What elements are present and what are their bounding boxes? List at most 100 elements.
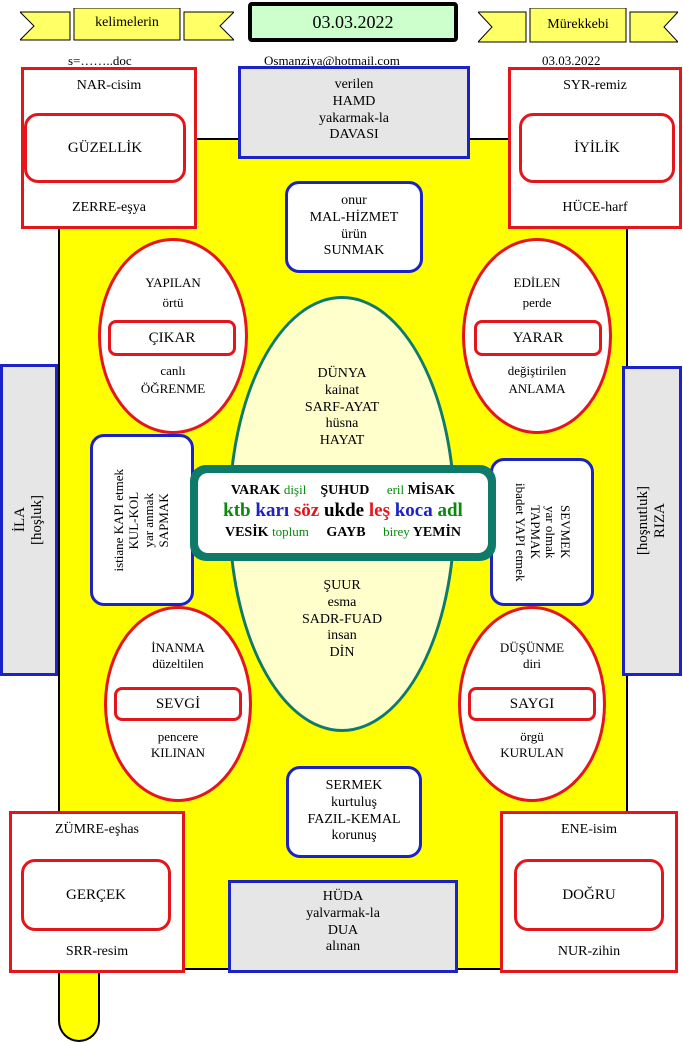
- key-adl: adl: [437, 500, 463, 521]
- corner-bottom-right-center: DOĞRU: [514, 859, 664, 931]
- side-left-box: istiane KAPI etmek KUL-KOL yar anmak SAP…: [90, 434, 194, 606]
- top-inner-box: onur MAL-HİZMET ürün SUNMAK: [285, 181, 423, 273]
- key-eril: eril: [386, 482, 405, 497]
- corner-top-left-center: GÜZELLİK: [24, 113, 186, 183]
- left-ribbon: [20, 8, 234, 41]
- corner-bottom-left-label: GERÇEK: [66, 886, 126, 903]
- side-right-line-4: ibadet YAPI etmek: [513, 482, 529, 582]
- far-left-line-2: [hoşluk]: [29, 495, 45, 545]
- key-vesik: VESİK: [224, 525, 269, 540]
- right-date: 03.03.2022: [542, 53, 601, 68]
- top-inner-line-1: onur: [341, 193, 367, 208]
- top-inner-line-4: SUNMAK: [323, 243, 385, 259]
- key-varak: VARAK: [230, 483, 281, 498]
- side-left-line-2: KUL-KOL: [126, 491, 142, 549]
- left-ribbon-label: kelimelerin: [95, 15, 159, 30]
- side-left-text: istiane KAPI etmek KUL-KOL yar anmak SAP…: [111, 468, 172, 572]
- side-right-text: SEVMEK yar olmak TAPMAK ibadet YAPI etme…: [512, 482, 573, 582]
- far-right-line-2: RIZA: [652, 503, 668, 539]
- top-box-line-1: verilen: [334, 77, 374, 92]
- oval-top-left-upper: YAPILAN örtü: [98, 275, 248, 310]
- key-row-2: ktb karı söz ukde leş koca adl: [198, 500, 488, 522]
- center-top-line-5: HAYAT: [319, 433, 365, 449]
- corner-top-right: SYR-remiz İYİLİK HÜCE-harf: [508, 67, 682, 229]
- oval-bottom-left-center: SEVGİ: [114, 687, 242, 721]
- center-top-line-1: DÜNYA: [317, 366, 367, 381]
- bottom-box-line-1: HÜDA: [322, 889, 364, 904]
- key-soz: söz: [293, 500, 320, 521]
- key-ukde: ukde: [323, 500, 365, 521]
- corner-bottom-left-top: ZÜMRE-eşhas: [55, 822, 139, 837]
- right-ribbon-label: Mürekkebi: [547, 17, 609, 32]
- key-misak: MİSAK: [407, 483, 456, 498]
- date-box: 03.03.2022: [248, 2, 458, 42]
- oval-top-right-center: YARAR: [474, 320, 602, 356]
- oval-top-right-line-1: EDİLEN: [513, 275, 561, 290]
- key-toplum: toplum: [272, 524, 309, 539]
- oval-bottom-left-lower: pencere KILINAN: [104, 729, 252, 760]
- top-inner-line-2: MAL-HİZMET: [309, 209, 399, 225]
- side-left-line-1: istiane KAPI etmek: [111, 468, 127, 572]
- far-right-line-1: [hoşnutluk]: [635, 486, 651, 556]
- oval-top-left-line-1: YAPILAN: [145, 275, 201, 290]
- oval-top-left-line-3: canlı: [160, 363, 186, 378]
- oval-bottom-right-line-2: diri: [522, 655, 542, 671]
- center-key-inner: [198, 473, 488, 553]
- corner-top-left: NAR-cisim GÜZELLİK ZERRE-eşya: [21, 67, 197, 229]
- far-right-box: [hoşnutluk] RIZA: [622, 366, 682, 676]
- yellow-tab: [58, 960, 100, 1042]
- center-bottom-line-1: ŞUUR: [323, 578, 361, 593]
- center-oval-bottom-text: ŞUUR esma SADR-FUAD insan DİN: [228, 578, 456, 662]
- bottom-inner-box: SERMEK kurtuluş FAZIL-KEMAL korunuş: [286, 766, 422, 858]
- right-ribbon: [478, 8, 678, 43]
- corner-bottom-right-label: DOĞRU: [562, 886, 616, 903]
- oval-top-right-line-4: ANLAMA: [508, 380, 566, 396]
- oval-top-left-center: ÇIKAR: [108, 320, 236, 356]
- side-right-line-1: SEVMEK: [557, 505, 573, 559]
- key-yemin: YEMİN: [412, 525, 462, 540]
- oval-bottom-left-upper: İNANMA düzeltilen: [104, 640, 252, 671]
- key-row-1: VARAK dişil ŞUHUD eril MİSAK: [198, 482, 488, 499]
- oval-top-right-lower: değiştirilen ANLAMA: [462, 363, 612, 396]
- center-top-line-2: kainat: [324, 382, 360, 398]
- oval-bottom-left-line-3: pencere: [157, 729, 199, 744]
- oval-bottom-right-line-3: örgü: [520, 729, 544, 744]
- oval-top-left-lower: canlı ÖĞRENME: [98, 363, 248, 396]
- bottom-box-line-2: yalvarmak-la: [306, 905, 380, 921]
- doc-label: s=……..doc: [68, 53, 132, 68]
- oval-bottom-left-line-2: düzeltilen: [152, 655, 204, 671]
- bottom-inner-line-1: SERMEK: [325, 778, 383, 793]
- oval-bottom-right-lower: örgü KURULAN: [458, 729, 606, 760]
- side-left-line-3: yar anmak: [141, 492, 156, 548]
- center-bottom-line-4: insan: [327, 628, 357, 644]
- key-gayb: GAYB: [326, 525, 366, 540]
- corner-top-right-top: SYR-remiz: [563, 78, 627, 93]
- corner-top-left-top: NAR-cisim: [76, 78, 142, 93]
- oval-bottom-right-upper: DÜŞÜNME diri: [458, 640, 606, 671]
- key-kari: karı: [255, 500, 290, 521]
- center-bottom-line-3: SADR-FUAD: [301, 611, 383, 627]
- corner-bottom-left: ZÜMRE-eşhas GERÇEK SRR-resim: [9, 811, 185, 973]
- bottom-inner-line-3: FAZIL-KEMAL: [307, 811, 401, 827]
- side-right-line-2: yar olmak: [542, 505, 558, 559]
- center-oval-top-text: DÜNYA kainat SARF-AYAT hüsna HAYAT: [228, 366, 456, 450]
- top-gray-box: verilen HAMD yakarmak-la DAVASI: [238, 66, 470, 159]
- corner-top-left-bottom: ZERRE-eşya: [72, 200, 146, 215]
- corner-top-right-center: İYİLİK: [519, 113, 675, 183]
- oval-top-right-label: YARAR: [512, 329, 564, 346]
- oval-bottom-right-center: SAYGI: [468, 687, 596, 721]
- far-right-text: [hoşnutluk] RIZA: [635, 486, 669, 555]
- oval-bottom-left-label: SEVGİ: [155, 695, 201, 712]
- far-left-text: İLA [hoşluk]: [12, 495, 46, 545]
- key-ktb: ktb: [223, 500, 251, 521]
- corner-bottom-right: ENE-isim DOĞRU NUR-zihin: [500, 811, 678, 973]
- oval-top-left-label: ÇIKAR: [148, 329, 196, 346]
- corner-bottom-right-top: ENE-isim: [561, 822, 617, 837]
- bottom-gray-box: HÜDA yalvarmak-la DUA alınan: [228, 880, 458, 973]
- bottom-box-line-4: alınan: [325, 939, 361, 955]
- center-bottom-line-5: DİN: [329, 645, 355, 661]
- corner-top-right-bottom: HÜCE-harf: [562, 200, 628, 215]
- side-right-box: SEVMEK yar olmak TAPMAK ibadet YAPI etme…: [490, 458, 594, 606]
- center-bottom-line-2: esma: [327, 594, 357, 610]
- oval-bottom-right-label: SAYGI: [509, 695, 555, 712]
